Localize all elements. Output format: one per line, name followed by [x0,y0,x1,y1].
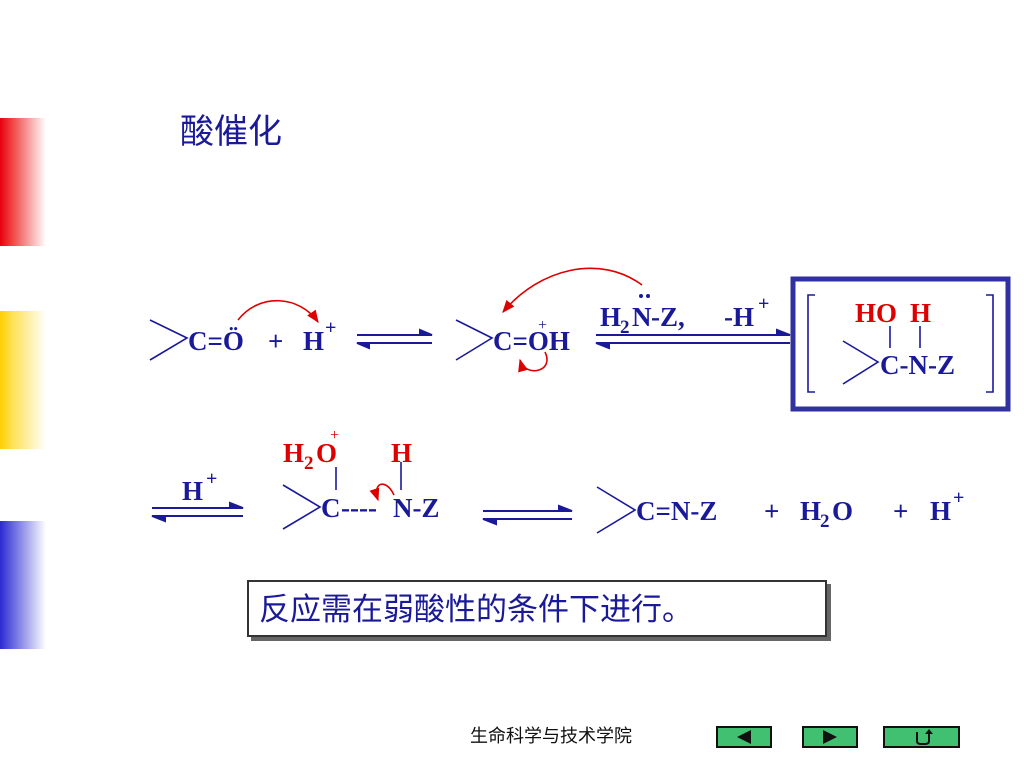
triangle-left-icon [737,730,751,744]
plus-sign-3: + [893,496,908,526]
product-proton-charge: + [953,487,964,509]
box-c-n-z: C-N-Z [880,350,955,380]
prev-button[interactable] [716,726,772,748]
carbon: C [321,493,341,523]
product-water-h: H [800,496,821,526]
intermediate-box [790,276,1011,412]
reagent-n: N [632,302,652,332]
catalyst-charge: + [206,468,217,490]
footer-institution: 生命科学与技术学院 [470,726,632,747]
next-button[interactable] [802,726,858,748]
equilibrium-arrows [151,328,791,526]
bond-left-5 [596,486,637,534]
water-charge: + [330,427,339,444]
box-hydroxyl: HO [855,298,897,328]
proton-charge: + [325,317,336,339]
n-z: N-Z [393,493,440,523]
lone-pair-dots [639,294,650,298]
decor-bar-yellow [0,311,46,449]
oxonium-charge: + [538,317,547,334]
decor-bar-red [0,118,46,246]
decor-bar-blue [0,521,46,649]
product-water-sub2: 2 [820,511,830,532]
protonated-carbonyl: C=OH [493,326,570,356]
box-hydrogen: H [910,298,931,328]
proton: H [303,326,324,356]
minus-proton: -H [724,302,754,332]
product-proton: H [930,496,951,526]
water-sub2: 2 [304,453,314,474]
reagent-rest: -Z, [651,302,685,332]
triangle-right-icon [823,730,837,744]
condition-note: 反应需在弱酸性的条件下进行。 [247,580,827,637]
water-h: H [283,438,304,468]
bond-left-2 [455,319,494,361]
product-water-o: O [832,496,853,526]
reactant-carbonyl: C=Ö [188,326,244,356]
slide-title: 酸催化 [180,112,282,152]
reagent-sub2: 2 [620,317,630,338]
dashes: ---- [341,493,377,523]
bond-lines [149,294,994,534]
catalyst-h: H [182,476,203,506]
minus-proton-charge: + [758,293,769,315]
water-o: O [316,438,337,468]
return-button[interactable] [883,726,960,748]
bond-left-4 [282,484,322,530]
reagent-h: H [600,302,621,332]
curly-arrows [237,267,643,502]
plus-sign-2: + [764,496,779,526]
imine: C=N-Z [636,496,717,526]
return-arrow-icon [915,729,933,745]
plus-sign-1: + [268,326,283,356]
bond-left-1 [149,319,189,361]
top-hydrogen: H [391,438,412,468]
bond-left-3 [842,340,880,385]
